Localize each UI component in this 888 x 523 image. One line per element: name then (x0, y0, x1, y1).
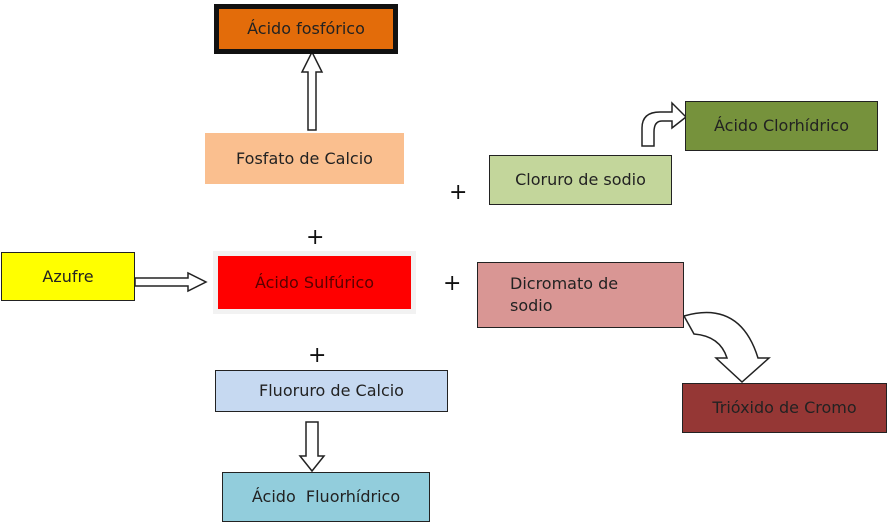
plus-operator: + (308, 343, 327, 368)
node-acido-sulfurico-inner: Ácido Sulfúrico (218, 256, 411, 309)
plus-operator: + (306, 225, 325, 250)
node-acido-fosforico: Ácido fosfórico (214, 4, 398, 54)
node-label: Azufre (42, 266, 94, 286)
node-fosfato-calcio: Fosfato de Calcio (205, 133, 404, 184)
node-label: Trióxido de Cromo (712, 398, 857, 418)
node-acido-clorhidrico: Ácido Clorhídrico (685, 101, 878, 151)
node-acido-sulfurico: Ácido Sulfúrico (213, 251, 416, 314)
node-trioxido-cromo: Trióxido de Cromo (682, 383, 887, 433)
plus-operator: + (443, 271, 462, 296)
node-dicromato-sodio: Dicromato de sodio (477, 262, 684, 328)
node-label: Ácido Sulfúrico (254, 272, 375, 292)
node-fluoruro-calcio: Fluoruro de Calcio (215, 370, 448, 412)
arrow-fluoruro-to-fluorhidrico (298, 421, 326, 473)
node-acido-fluorhidrico: Ácido Fluorhídrico (222, 472, 430, 522)
node-azufre: Azufre (1, 252, 135, 301)
arrow-fosfato-to-fosforico (300, 50, 324, 131)
node-cloruro-sodio: Cloruro de sodio (489, 155, 672, 205)
arrow-cloruro-to-clorhidrico (641, 101, 688, 147)
plus-operator: + (449, 180, 468, 205)
node-label: Fluoruro de Calcio (259, 381, 404, 401)
arrow-azufre-to-sulfurico (134, 271, 208, 293)
node-label: Ácido Fluorhídrico (251, 487, 401, 507)
node-label: Fosfato de Calcio (236, 148, 373, 168)
node-label: Ácido Clorhídrico (714, 116, 849, 136)
node-label: Dicromato de sodio (510, 274, 619, 315)
node-label: Cloruro de sodio (515, 170, 646, 190)
arrow-dicromato-to-cromo (682, 311, 771, 384)
node-label: Ácido fosfórico (247, 19, 365, 39)
